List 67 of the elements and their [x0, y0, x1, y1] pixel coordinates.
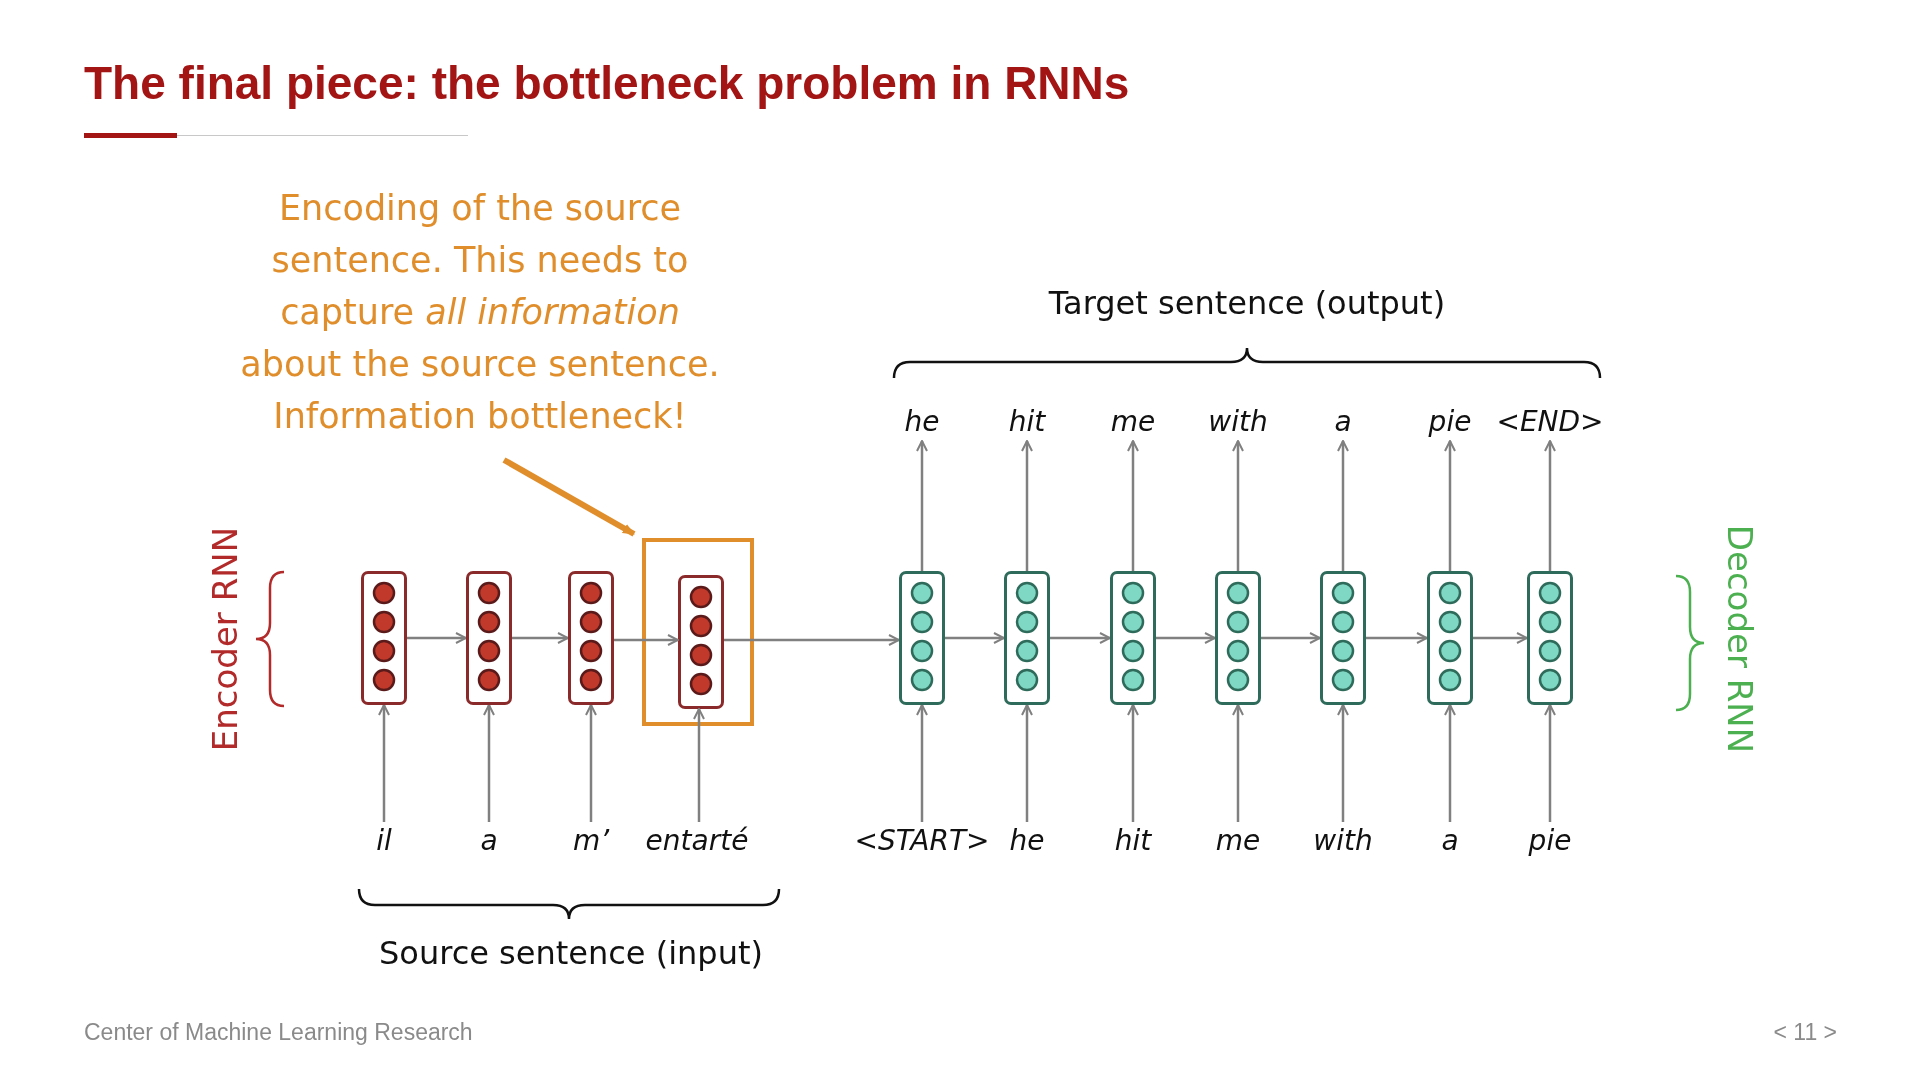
word-label: m’	[572, 822, 610, 860]
arrow	[1021, 440, 1033, 571]
arrow	[1021, 704, 1033, 822]
arrow	[724, 634, 900, 646]
arrow	[1544, 440, 1556, 571]
arrow	[1232, 440, 1244, 571]
hidden-state-vector	[466, 571, 512, 705]
word-label: hit	[1008, 403, 1046, 441]
arrow	[916, 704, 928, 822]
arrow	[1337, 440, 1349, 571]
hidden-state-vector	[1215, 571, 1261, 705]
hidden-state-vector	[1527, 571, 1573, 705]
arrow	[945, 632, 1005, 644]
word-label: <END>	[1496, 403, 1604, 441]
hidden-state-vector	[1320, 571, 1366, 705]
arrow	[1127, 704, 1139, 822]
word-label: a	[480, 822, 498, 860]
word-label: a	[1441, 822, 1459, 860]
rnn-label: Encoder RNN	[205, 526, 245, 752]
arrow	[585, 704, 597, 822]
arrow	[1232, 704, 1244, 822]
arrow	[614, 634, 679, 646]
word-label: pie	[1528, 822, 1572, 860]
brace-label: Source sentence (input)	[379, 934, 763, 972]
brace-label: Target sentence (output)	[1048, 284, 1446, 322]
word-label: with	[1208, 403, 1268, 441]
arrow	[378, 704, 390, 822]
arrow	[1444, 704, 1456, 822]
hidden-state-vector	[678, 575, 724, 709]
arrow	[502, 457, 636, 537]
hidden-state-vector	[1110, 571, 1156, 705]
arrow	[1050, 632, 1111, 644]
hidden-state-vector	[1427, 571, 1473, 705]
word-label: <START>	[854, 822, 990, 860]
arrow	[1444, 440, 1456, 571]
arrow	[1337, 704, 1349, 822]
arrow	[1127, 440, 1139, 571]
arrow	[483, 704, 495, 822]
annotation-text: Encoding of the source sentence. This needs to capture all information about the source sentence. Information bottleneck!	[240, 182, 720, 442]
hidden-state-vector	[1004, 571, 1050, 705]
word-label: he	[904, 403, 940, 441]
arrow	[1261, 632, 1321, 644]
arrow	[693, 708, 705, 822]
arrow	[916, 440, 928, 571]
word-label: entarté	[645, 822, 749, 860]
word-label: with	[1313, 822, 1373, 860]
footer-text: Center of Machine Learning Research	[84, 1019, 473, 1046]
page-number: < 11 >	[1773, 1019, 1837, 1046]
word-label: pie	[1428, 403, 1472, 441]
arrow	[1473, 632, 1528, 644]
word-label: he	[1009, 822, 1045, 860]
arrow	[1544, 704, 1556, 822]
arrow	[1366, 632, 1428, 644]
hidden-state-vector	[899, 571, 945, 705]
arrow	[407, 632, 467, 644]
word-label: me	[1215, 822, 1261, 860]
word-label: me	[1110, 403, 1156, 441]
arrow	[1156, 632, 1216, 644]
word-label: a	[1334, 403, 1352, 441]
highlight-box	[642, 538, 754, 726]
hidden-state-vector	[568, 571, 614, 705]
rnn-label: Decoder RNN	[1720, 524, 1760, 754]
hidden-state-vector	[361, 571, 407, 705]
word-label: il	[376, 822, 392, 860]
slide-title: The final piece: the bottleneck problem in RNNs	[84, 56, 1130, 110]
word-label: hit	[1114, 822, 1152, 860]
arrow	[512, 632, 569, 644]
